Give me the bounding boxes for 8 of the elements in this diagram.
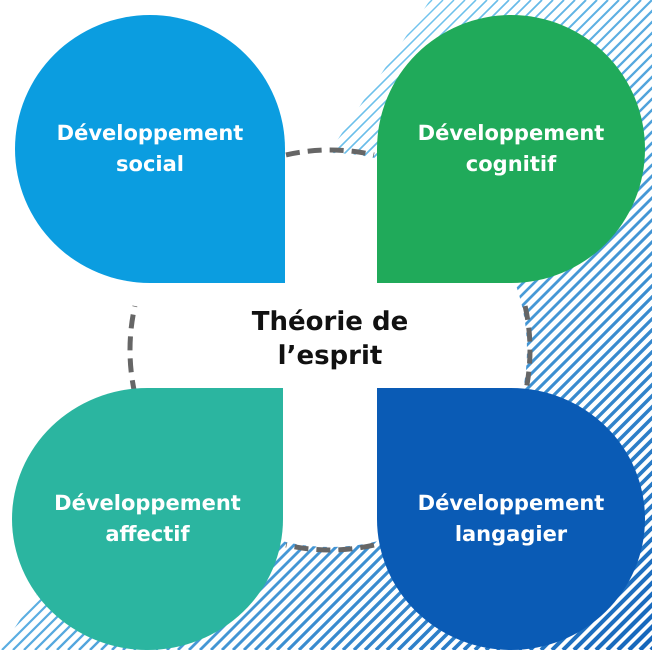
petal-shape <box>377 388 645 650</box>
node-label: Développement cognitif <box>416 120 606 178</box>
petal-shape <box>12 388 283 650</box>
node-label: Développement langagier <box>416 490 606 548</box>
node-label: Développement affectif <box>53 490 242 548</box>
node-label: Théorie de l’esprit <box>250 306 410 373</box>
petal-shape <box>377 15 645 283</box>
node-label: Développement social <box>56 120 244 178</box>
